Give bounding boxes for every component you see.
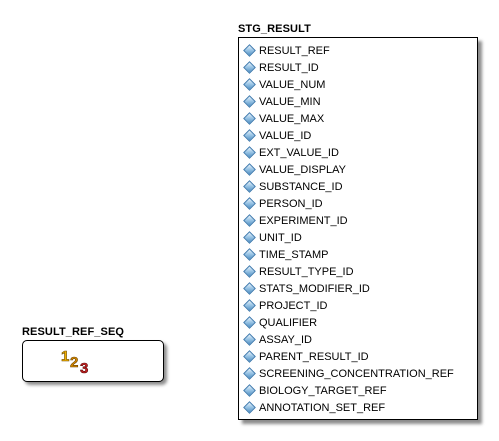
attribute-diamond-icon bbox=[243, 401, 256, 414]
column-row[interactable]: STATS_MODIFIER_ID bbox=[243, 280, 454, 297]
column-row[interactable]: VALUE_ID bbox=[243, 127, 454, 144]
attribute-diamond-icon bbox=[243, 61, 256, 74]
column-row[interactable]: RESULT_ID bbox=[243, 59, 454, 76]
attribute-diamond-icon bbox=[243, 180, 256, 193]
column-name: VALUE_NUM bbox=[259, 78, 326, 91]
table-title: STG_RESULT bbox=[238, 23, 311, 35]
column-name: STATS_MODIFIER_ID bbox=[259, 282, 370, 295]
column-list: RESULT_REF RESULT_ID VALUE_NUM VALUE_MIN VAL… bbox=[243, 42, 454, 416]
column-name: SCREENING_CONCENTRATION_REF bbox=[259, 367, 454, 380]
attribute-diamond-icon bbox=[243, 316, 256, 329]
column-name: UNIT_ID bbox=[259, 231, 302, 244]
column-name: BIOLOGY_TARGET_REF bbox=[259, 384, 387, 397]
column-row[interactable]: VALUE_MAX bbox=[243, 110, 454, 127]
attribute-diamond-icon bbox=[243, 44, 256, 57]
column-row[interactable]: SUBSTANCE_ID bbox=[243, 178, 454, 195]
attribute-diamond-icon bbox=[243, 282, 256, 295]
column-name: PROJECT_ID bbox=[259, 299, 328, 312]
column-row[interactable]: EXT_VALUE_ID bbox=[243, 144, 454, 161]
column-row[interactable]: VALUE_NUM bbox=[243, 76, 454, 93]
column-name: RESULT_REF bbox=[259, 44, 330, 57]
attribute-diamond-icon bbox=[243, 95, 256, 108]
attribute-diamond-icon bbox=[243, 384, 256, 397]
attribute-diamond-icon bbox=[243, 197, 256, 210]
stg-result-table[interactable]: RESULT_REF RESULT_ID VALUE_NUM VALUE_MIN VAL… bbox=[238, 37, 478, 420]
attribute-diamond-icon bbox=[243, 129, 256, 142]
column-row[interactable]: RESULT_REF bbox=[243, 42, 454, 59]
column-name: RESULT_TYPE_ID bbox=[259, 265, 354, 278]
attribute-diamond-icon bbox=[243, 146, 256, 159]
digit-one-glyph: 1 bbox=[61, 348, 69, 365]
sequence-title: RESULT_REF_SEQ bbox=[22, 326, 125, 338]
column-row[interactable]: UNIT_ID bbox=[243, 229, 454, 246]
column-row[interactable]: PARENT_RESULT_ID bbox=[243, 348, 454, 365]
attribute-diamond-icon bbox=[243, 112, 256, 125]
attribute-diamond-icon bbox=[243, 333, 256, 346]
column-name: SUBSTANCE_ID bbox=[259, 180, 343, 193]
column-name: TIME_STAMP bbox=[259, 248, 329, 261]
column-row[interactable]: PROJECT_ID bbox=[243, 297, 454, 314]
column-name: RESULT_ID bbox=[259, 61, 319, 74]
column-row[interactable]: QUALIFIER bbox=[243, 314, 454, 331]
column-row[interactable]: SCREENING_CONCENTRATION_REF bbox=[243, 365, 454, 382]
column-row[interactable]: VALUE_DISPLAY bbox=[243, 161, 454, 178]
attribute-diamond-icon bbox=[243, 231, 256, 244]
attribute-diamond-icon bbox=[243, 78, 256, 91]
digit-two-glyph: 2 bbox=[70, 354, 78, 371]
sequence-123-icon: 1 2 3 bbox=[61, 348, 89, 374]
attribute-diamond-icon bbox=[243, 299, 256, 312]
column-row[interactable]: ANNOTATION_SET_REF bbox=[243, 399, 454, 416]
digit-three-glyph: 3 bbox=[80, 360, 88, 374]
column-row[interactable]: BIOLOGY_TARGET_REF bbox=[243, 382, 454, 399]
column-name: EXT_VALUE_ID bbox=[259, 146, 339, 159]
column-name: VALUE_ID bbox=[259, 129, 312, 142]
column-row[interactable]: TIME_STAMP bbox=[243, 246, 454, 263]
attribute-diamond-icon bbox=[243, 265, 256, 278]
column-name: VALUE_MIN bbox=[259, 95, 321, 108]
attribute-diamond-icon bbox=[243, 163, 256, 176]
column-row[interactable]: ASSAY_ID bbox=[243, 331, 454, 348]
column-row[interactable]: RESULT_TYPE_ID bbox=[243, 263, 454, 280]
column-row[interactable]: VALUE_MIN bbox=[243, 93, 454, 110]
column-name: PERSON_ID bbox=[259, 197, 323, 210]
column-name: PARENT_RESULT_ID bbox=[259, 350, 369, 363]
attribute-diamond-icon bbox=[243, 214, 256, 227]
attribute-diamond-icon bbox=[243, 248, 256, 261]
column-name: ASSAY_ID bbox=[259, 333, 312, 346]
attribute-diamond-icon bbox=[243, 350, 256, 363]
column-row[interactable]: EXPERIMENT_ID bbox=[243, 212, 454, 229]
column-row[interactable]: PERSON_ID bbox=[243, 195, 454, 212]
column-name: VALUE_DISPLAY bbox=[259, 163, 347, 176]
column-name: QUALIFIER bbox=[259, 316, 318, 329]
result-ref-seq-box[interactable]: 1 2 3 bbox=[22, 340, 164, 382]
column-name: VALUE_MAX bbox=[259, 112, 325, 125]
attribute-diamond-icon bbox=[243, 367, 256, 380]
column-name: ANNOTATION_SET_REF bbox=[259, 401, 386, 414]
column-name: EXPERIMENT_ID bbox=[259, 214, 348, 227]
